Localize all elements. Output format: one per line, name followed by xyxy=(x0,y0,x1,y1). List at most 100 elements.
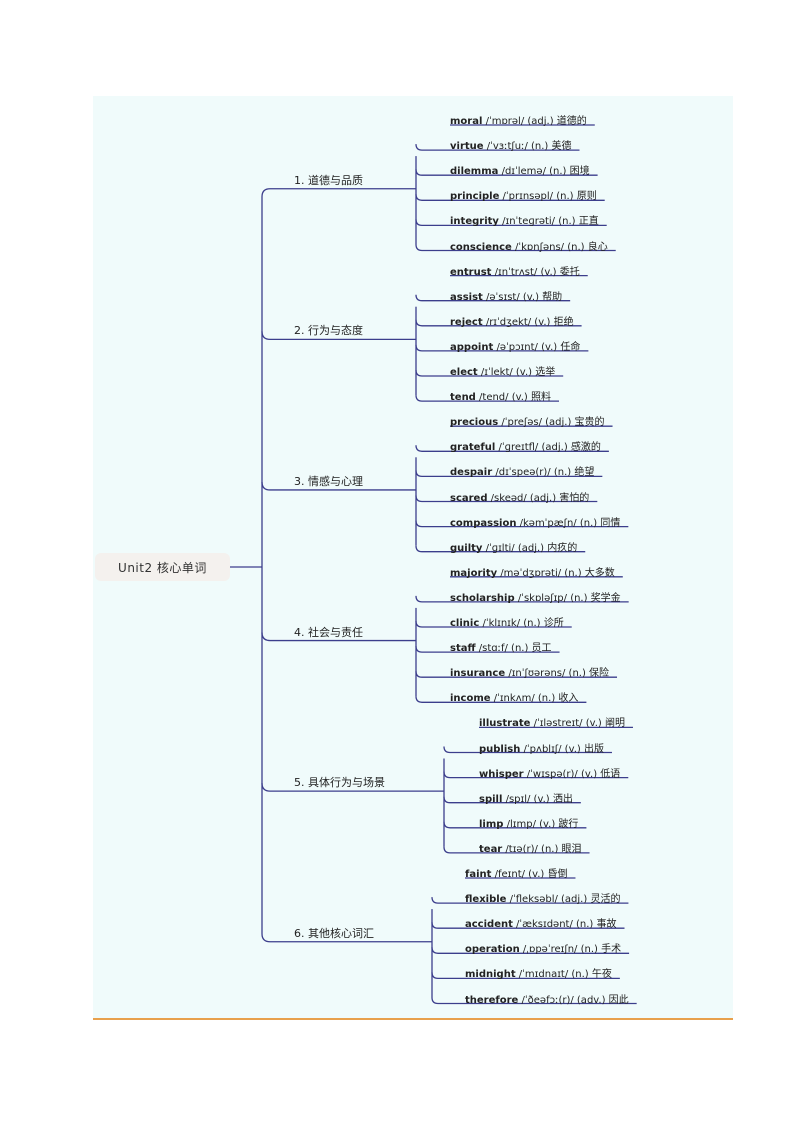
word-node-conscience[interactable]: conscience /ˈkɒnʃəns/ (n.) 良心 xyxy=(450,238,608,253)
word-definition: /ˈklɪnɪk/ (n.) 诊所 xyxy=(479,618,564,629)
word-term: scholarship xyxy=(450,592,515,604)
word-definition: /feɪnt/ (v.) 昏倒 xyxy=(491,869,568,880)
word-term: appoint xyxy=(450,341,494,353)
word-definition: /ɪnˈteɡrəti/ (n.) 正直 xyxy=(498,216,599,228)
word-node-majority[interactable]: majority /məˈdʒɒrəti/ (n.) 大多数 xyxy=(450,564,615,579)
word-node-scholarship[interactable]: scholarship /ˈskɒləʃɪp/ (n.) 奖学金 xyxy=(450,589,621,604)
word-definition: /ˈfleksəbl/ (adj.) 灵活的 xyxy=(506,894,621,906)
word-definition: /kəmˈpæʃn/ (n.) 同情 xyxy=(516,517,621,529)
word-term: therefore xyxy=(465,994,519,1006)
word-node-compassion[interactable]: compassion /kəmˈpæʃn/ (n.) 同情 xyxy=(450,514,620,529)
word-node-illustrate[interactable]: illustrate /ˈɪləstreɪt/ (v.) 阐明 xyxy=(479,714,625,729)
word-node-faint[interactable]: faint /feɪnt/ (v.) 昏倒 xyxy=(465,865,567,880)
root-node[interactable]: Unit2 核心单词 xyxy=(95,553,230,581)
word-definition: /ˈwɪspə(r)/ (v.) 低语 xyxy=(523,768,621,780)
word-definition: /ˈkɒnʃəns/ (n.) 良心 xyxy=(511,241,608,253)
word-term: clinic xyxy=(450,618,480,629)
word-term: illustrate xyxy=(479,718,531,730)
word-definition: /spɪl/ (v.) 洒出 xyxy=(502,793,573,805)
branch-label[interactable]: 2. 行为与态度 xyxy=(294,324,363,338)
word-term: spill xyxy=(479,793,503,805)
word-node-operation[interactable]: operation /ˌɒpəˈreɪʃn/ (n.) 手术 xyxy=(465,940,621,955)
word-term: flexible xyxy=(465,894,507,906)
word-node-appoint[interactable]: appoint /əˈpɔɪnt/ (v.) 任命 xyxy=(450,338,580,353)
word-definition: /tɪə(r)/ (n.) 眼泪 xyxy=(502,843,582,855)
word-node-limp[interactable]: limp /lɪmp/ (v.) 跛行 xyxy=(479,815,578,830)
word-term: majority xyxy=(450,567,498,579)
branch-label[interactable]: 5. 具体行为与场景 xyxy=(294,776,385,790)
word-term: whisper xyxy=(479,768,524,780)
word-definition: /ˈmɪdnaɪt/ (n.) 午夜 xyxy=(515,969,612,981)
word-node-tear[interactable]: tear /tɪə(r)/ (n.) 眼泪 xyxy=(479,840,582,855)
word-term: entrust xyxy=(450,266,492,278)
word-node-assist[interactable]: assist /əˈsɪst/ (v.) 帮助 xyxy=(450,288,562,303)
word-term: principle xyxy=(450,191,500,203)
word-definition: /ˈprɪnsəpl/ (n.) 原则 xyxy=(499,191,597,203)
word-definition: /ˈvɜːtʃuː/ (n.) 美德 xyxy=(483,141,572,153)
word-node-insurance[interactable]: insurance /ɪnˈʃʊərəns/ (n.) 保险 xyxy=(450,664,609,679)
word-node-staff[interactable]: staff /stɑːf/ (n.) 员工 xyxy=(450,639,552,654)
word-definition: /məˈdʒɒrəti/ (n.) 大多数 xyxy=(497,567,615,579)
word-term: midnight xyxy=(465,969,516,981)
word-node-tend[interactable]: tend /tend/ (v.) 照料 xyxy=(450,388,551,403)
word-node-publish[interactable]: publish /ˈpʌblɪʃ/ (v.) 出版 xyxy=(479,740,604,755)
word-definition: /stɑːf/ (n.) 员工 xyxy=(475,643,552,655)
word-term: moral xyxy=(450,116,483,127)
word-node-entrust[interactable]: entrust /ɪnˈtrʌst/ (v.) 委托 xyxy=(450,263,580,278)
word-definition: /dɪˈlemə/ (n.) 困境 xyxy=(498,166,590,178)
word-term: accident xyxy=(465,919,513,931)
word-node-clinic[interactable]: clinic /ˈklɪnɪk/ (n.) 诊所 xyxy=(450,614,564,629)
word-definition: /ˈðeəfɔː(r)/ (adv.) 因此 xyxy=(518,994,629,1006)
word-term: reject xyxy=(450,316,483,328)
word-definition: /ˈɡɪlti/ (adj.) 内疚的 xyxy=(482,542,578,554)
word-node-accident[interactable]: accident /ˈæksɪdənt/ (n.) 事故 xyxy=(465,915,617,930)
word-term: grateful xyxy=(450,442,496,454)
word-node-virtue[interactable]: virtue /ˈvɜːtʃuː/ (n.) 美德 xyxy=(450,137,572,152)
word-definition: /əˈpɔɪnt/ (v.) 任命 xyxy=(493,341,581,353)
bottom-divider xyxy=(93,1018,733,1020)
word-definition: /ˈɪnkʌm/ (n.) 收入 xyxy=(490,693,579,705)
branch-label[interactable]: 3. 情感与心理 xyxy=(294,474,363,488)
word-node-integrity[interactable]: integrity /ɪnˈteɡrəti/ (n.) 正直 xyxy=(450,212,599,227)
word-node-precious[interactable]: precious /ˈpreʃəs/ (adj.) 宝贵的 xyxy=(450,413,605,428)
word-term: precious xyxy=(450,417,499,429)
word-node-reject[interactable]: reject /rɪˈdʒekt/ (v.) 拒绝 xyxy=(450,313,574,328)
word-node-guilty[interactable]: guilty /ˈɡɪlti/ (adj.) 内疚的 xyxy=(450,539,577,554)
word-node-principle[interactable]: principle /ˈprɪnsəpl/ (n.) 原则 xyxy=(450,187,597,202)
word-node-moral[interactable]: moral /ˈmɒrəl/ (adj.) 道德的 xyxy=(450,112,587,127)
word-node-despair[interactable]: despair /dɪˈspeə(r)/ (n.) 绝望 xyxy=(450,463,594,478)
word-definition: /ˈpreʃəs/ (adj.) 宝贵的 xyxy=(498,417,605,429)
word-definition: /əˈsɪst/ (v.) 帮助 xyxy=(482,291,563,303)
word-node-flexible[interactable]: flexible /ˈfleksəbl/ (adj.) 灵活的 xyxy=(465,890,620,905)
word-term: income xyxy=(450,693,491,705)
word-node-scared[interactable]: scared /skeəd/ (adj.) 害怕的 xyxy=(450,489,589,504)
word-node-grateful[interactable]: grateful /ˈɡreɪtfl/ (adj.) 感激的 xyxy=(450,438,601,453)
word-definition: /ˈɪləstreɪt/ (v.) 阐明 xyxy=(530,718,625,730)
branch-label[interactable]: 6. 其他核心词汇 xyxy=(294,926,374,940)
word-definition: /lɪmp/ (v.) 跛行 xyxy=(503,818,579,830)
word-term: limp xyxy=(479,818,504,830)
word-term: scared xyxy=(450,492,488,504)
word-term: guilty xyxy=(450,542,483,554)
word-term: operation xyxy=(465,944,520,956)
word-term: assist xyxy=(450,291,483,303)
word-definition: /ɪnˈtrʌst/ (v.) 委托 xyxy=(491,266,580,278)
word-node-elect[interactable]: elect /ɪˈlekt/ (v.) 选举 xyxy=(450,363,555,378)
word-term: insurance xyxy=(450,668,506,680)
word-term: despair xyxy=(450,467,493,479)
word-definition: /ɪnˈʃʊərəns/ (n.) 保险 xyxy=(505,668,610,680)
word-definition: /tend/ (v.) 照料 xyxy=(475,392,551,404)
word-node-whisper[interactable]: whisper /ˈwɪspə(r)/ (v.) 低语 xyxy=(479,765,620,780)
word-node-spill[interactable]: spill /spɪl/ (v.) 洒出 xyxy=(479,790,573,805)
word-term: integrity xyxy=(450,216,499,228)
branch-label[interactable]: 1. 道德与品质 xyxy=(294,173,363,187)
word-node-therefore[interactable]: therefore /ˈðeəfɔː(r)/ (adv.) 因此 xyxy=(465,991,629,1006)
word-term: dilemma xyxy=(450,166,499,178)
word-node-dilemma[interactable]: dilemma /dɪˈlemə/ (n.) 困境 xyxy=(450,162,590,177)
word-definition: /ˈpʌblɪʃ/ (v.) 出版 xyxy=(520,743,604,755)
word-node-midnight[interactable]: midnight /ˈmɪdnaɪt/ (n.) 午夜 xyxy=(465,965,612,980)
word-node-income[interactable]: income /ˈɪnkʌm/ (n.) 收入 xyxy=(450,689,578,704)
word-definition: /ɪˈlekt/ (v.) 选举 xyxy=(477,367,556,378)
word-definition: /rɪˈdʒekt/ (v.) 拒绝 xyxy=(482,316,574,328)
branch-label[interactable]: 4. 社会与责任 xyxy=(294,625,363,639)
